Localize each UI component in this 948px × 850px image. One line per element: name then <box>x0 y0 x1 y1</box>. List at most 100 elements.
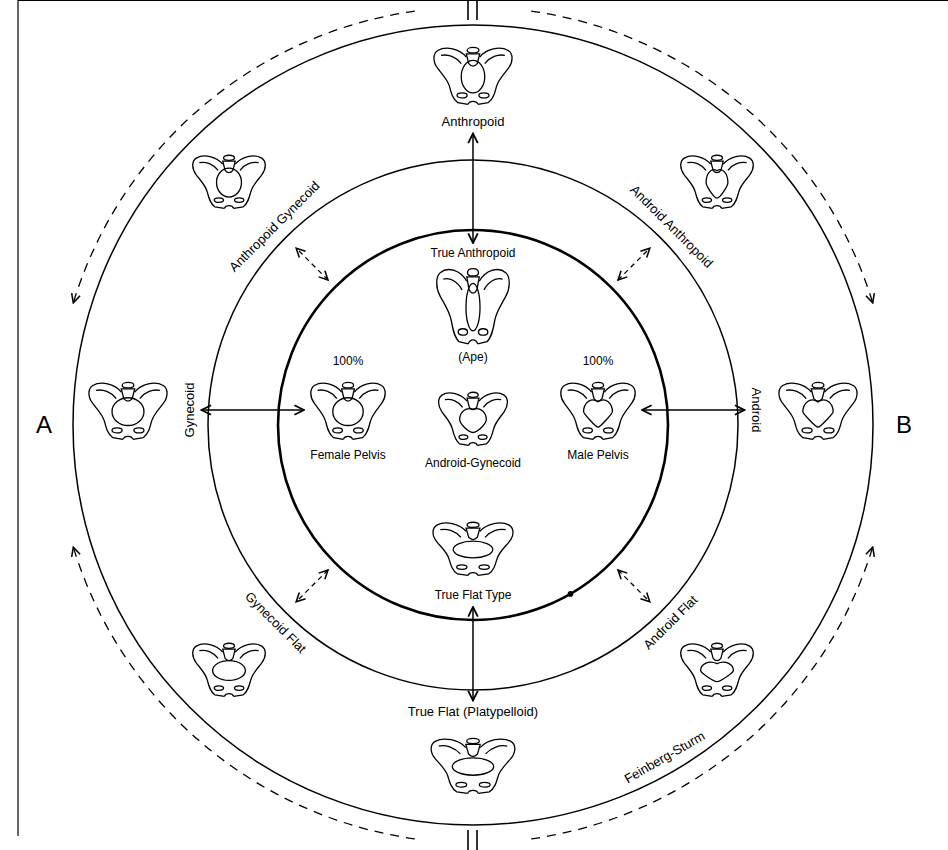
pelvic-inlet <box>584 400 613 427</box>
pelvic-inlet <box>213 661 246 681</box>
sacrum-outline <box>223 161 235 172</box>
double-arrow <box>202 409 305 411</box>
dashed-arc-arrow <box>531 547 873 839</box>
ilium-outline <box>431 739 467 793</box>
iliac-line <box>443 279 462 290</box>
ilium-outline <box>477 393 507 446</box>
break-mark <box>467 830 469 850</box>
pelvis-drawing <box>434 264 512 346</box>
pubic-arch <box>468 790 479 793</box>
iliac-line <box>439 746 461 754</box>
obturator-foramen <box>459 435 468 440</box>
ilium-outline <box>823 383 857 439</box>
type-label: Gynecoid Flat <box>241 589 308 656</box>
pelvic-inlet <box>701 662 734 682</box>
pelvis-type: Android Flat <box>641 593 756 698</box>
pelvis-type: Android Anthropoid <box>626 152 756 272</box>
sacrum-outline <box>223 649 235 660</box>
obturator-foramen <box>458 329 467 335</box>
ilium-outline <box>779 383 813 439</box>
end-letter: A <box>36 411 52 439</box>
type-label: True Flat (Platypelloid) <box>408 705 538 720</box>
vertebra-outline <box>467 47 479 53</box>
frame-line <box>18 0 948 1</box>
iliac-line <box>568 390 587 399</box>
vertebra-outline <box>712 643 723 648</box>
type-label: 100% <box>583 355 614 369</box>
iliac-line <box>687 162 706 170</box>
end-letter: B <box>896 411 912 439</box>
ilium-outline <box>722 644 754 697</box>
vertebra-outline <box>712 155 723 160</box>
type-label: 100% <box>333 355 364 369</box>
dashed-arc-arrow <box>73 547 415 839</box>
vertebra-outline <box>224 155 235 160</box>
pelvis-drawing <box>776 379 860 441</box>
iliac-line <box>240 162 259 170</box>
dashed-double-arrow <box>296 570 328 602</box>
ilium-outline <box>437 270 469 344</box>
ilium-outline <box>681 156 713 209</box>
ilium-outline <box>603 383 635 439</box>
vertebra-outline <box>468 392 478 397</box>
double-arrow <box>642 409 745 411</box>
ilium-outline <box>478 739 514 793</box>
pelvic-inlet <box>217 168 242 197</box>
pelvis-type: 100%Female Pelvis <box>308 355 388 463</box>
obturator-foramen <box>234 198 243 203</box>
type-label: (Ape) <box>458 351 487 365</box>
frame-line <box>17 0 18 836</box>
ilium-outline <box>133 383 167 439</box>
pelvic-inlet <box>706 170 728 198</box>
ilium-outline <box>722 156 754 209</box>
ilium-outline <box>234 156 266 209</box>
sacrum-outline <box>811 389 824 401</box>
sacrum-outline <box>711 649 723 660</box>
vertebra-outline <box>122 382 134 388</box>
iliac-line <box>318 390 337 399</box>
obturator-foramen <box>478 435 487 440</box>
obturator-foramen <box>234 686 243 691</box>
pubic-arch <box>224 694 233 697</box>
obturator-foramen <box>478 329 487 335</box>
break-mark <box>467 0 469 20</box>
pubic-arch <box>712 206 721 209</box>
sacrum-outline <box>592 389 605 401</box>
inner-circle <box>278 230 668 620</box>
vertebra-outline <box>224 643 235 648</box>
type-label: True Anthropoid <box>431 247 516 261</box>
pelvis-type: Android-Gynecoid <box>425 389 521 471</box>
pelvis-drawing <box>430 519 516 577</box>
circle-dot <box>568 591 574 597</box>
sacrum-outline <box>342 389 355 401</box>
pelvis-drawing <box>428 735 518 795</box>
pelvis-drawing <box>558 379 638 441</box>
iliac-line <box>830 390 850 399</box>
dashed-arc-arrow <box>73 11 415 303</box>
iliac-line <box>484 279 503 290</box>
pelvis-type: 100%Male Pelvis <box>558 355 638 463</box>
pubic-arch <box>813 436 823 439</box>
obturator-foramen <box>457 565 467 570</box>
iliac-line <box>485 529 506 537</box>
pelvic-inlet <box>803 400 833 427</box>
obturator-foramen <box>604 428 614 433</box>
ilium-outline <box>478 48 512 104</box>
ilium-outline <box>311 383 343 439</box>
pelvis-type: True Flat Type <box>430 519 516 603</box>
ilium-outline <box>193 644 225 697</box>
type-label: Android Anthropoid <box>627 183 716 272</box>
obturator-foramen <box>214 198 223 203</box>
type-label: Android-Gynecoid <box>425 457 521 471</box>
pubic-arch <box>123 436 133 439</box>
vertebra-outline <box>467 522 479 527</box>
sacrum-outline <box>467 277 479 293</box>
pelvic-inlet <box>112 398 144 426</box>
obturator-foramen <box>722 198 731 203</box>
pelvis-type: Gynecoid <box>86 379 198 441</box>
pelvic-inlet <box>461 60 485 93</box>
sacrum-outline <box>466 528 480 539</box>
pubic-arch <box>593 436 603 439</box>
obturator-foramen <box>134 428 144 433</box>
dashed-double-arrow <box>618 570 650 602</box>
